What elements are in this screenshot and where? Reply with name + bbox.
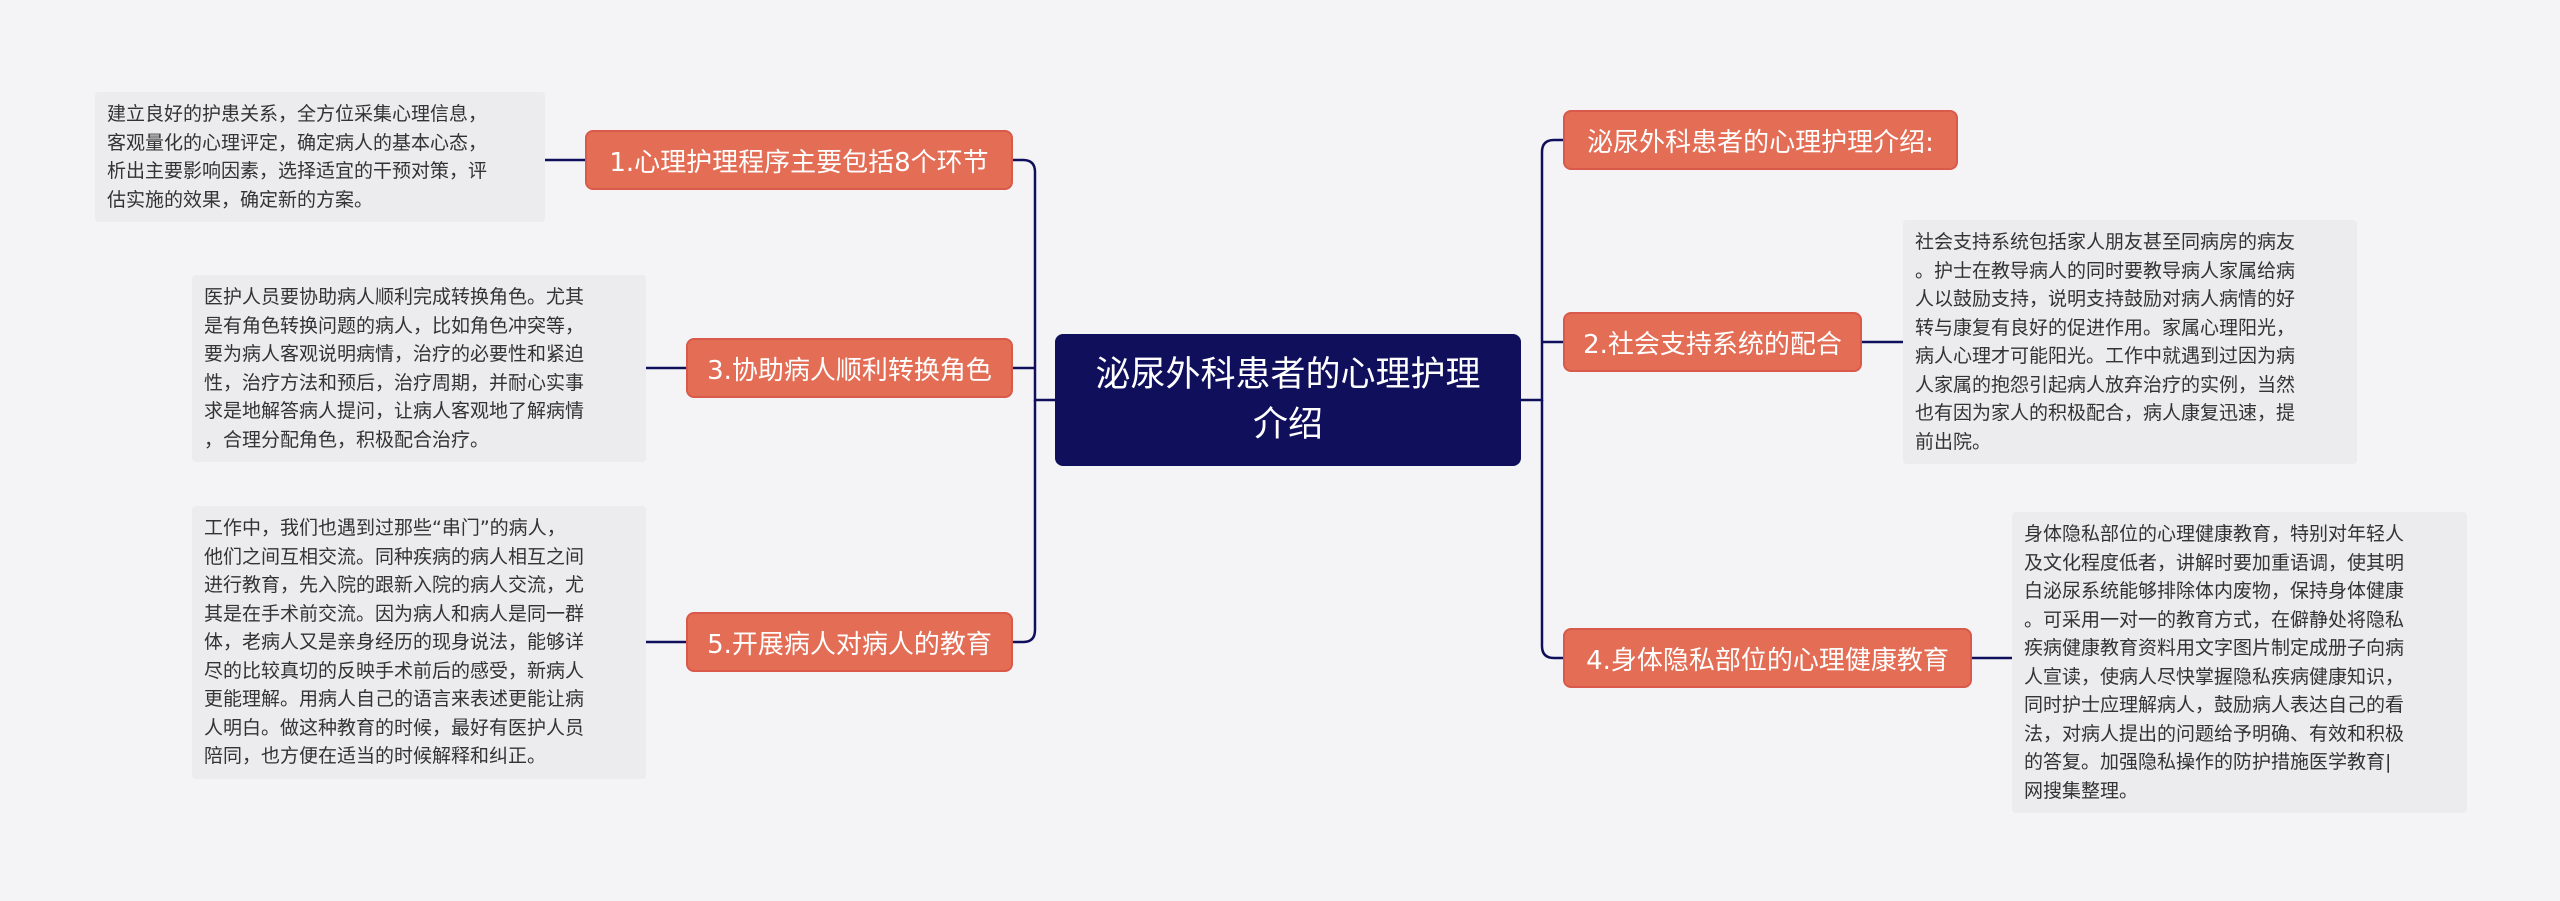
connector-left-trunk: [1013, 158, 1055, 402]
branch-2-label: 2.社会支持系统的配合: [1583, 329, 1842, 360]
root-topic-title: 泌尿外科患者的心理护理 介绍: [1095, 355, 1481, 445]
branch-4-privacy-education[interactable]: 4.身体隐私部位的心理健康教育: [1563, 628, 1972, 688]
branch-0-label: 泌尿外科患者的心理护理介绍:: [1587, 127, 1934, 158]
note-branch-2: 社会支持系统包括家人朋友甚至同病房的病友 。护士在教导病人的同时要教导病人家属给…: [1903, 220, 2357, 464]
note-branch-3: 医护人员要协助病人顺利完成转换角色。尤其 是有角色转换问题的病人，比如角色冲突等…: [192, 275, 646, 462]
branch-3-label: 3.协助病人顺利转换角色: [707, 355, 992, 386]
branch-3-role-transition[interactable]: 3.协助病人顺利转换角色: [686, 338, 1013, 398]
connector-root-b4: [1540, 400, 1563, 660]
branch-5-label: 5.开展病人对病人的教育: [707, 629, 992, 660]
connector-right-trunk: [1521, 138, 1563, 402]
branch-1-assessment-steps[interactable]: 1.心理护理程序主要包括8个环节: [585, 130, 1013, 190]
branch-1-label: 1.心理护理程序主要包括8个环节: [609, 147, 989, 178]
branch-0-intro[interactable]: 泌尿外科患者的心理护理介绍:: [1563, 110, 1958, 170]
root-topic[interactable]: 泌尿外科患者的心理护理 介绍: [1055, 334, 1521, 466]
branch-4-label: 4.身体隐私部位的心理健康教育: [1586, 645, 1949, 676]
note-branch-1: 建立良好的护患关系，全方位采集心理信息， 客观量化的心理评定，确定病人的基本心态…: [95, 92, 545, 222]
branch-2-social-support[interactable]: 2.社会支持系统的配合: [1563, 312, 1862, 372]
connector-root-b5: [1013, 400, 1037, 644]
note-branch-5: 工作中，我们也遇到过那些“串门”的病人， 他们之间互相交流。同种疾病的病人相互之…: [192, 506, 646, 779]
note-branch-4: 身体隐私部位的心理健康教育，特别对年轻人 及文化程度低者，讲解时要加重语调，使其…: [2012, 512, 2467, 813]
branch-5-peer-education[interactable]: 5.开展病人对病人的教育: [686, 612, 1013, 672]
